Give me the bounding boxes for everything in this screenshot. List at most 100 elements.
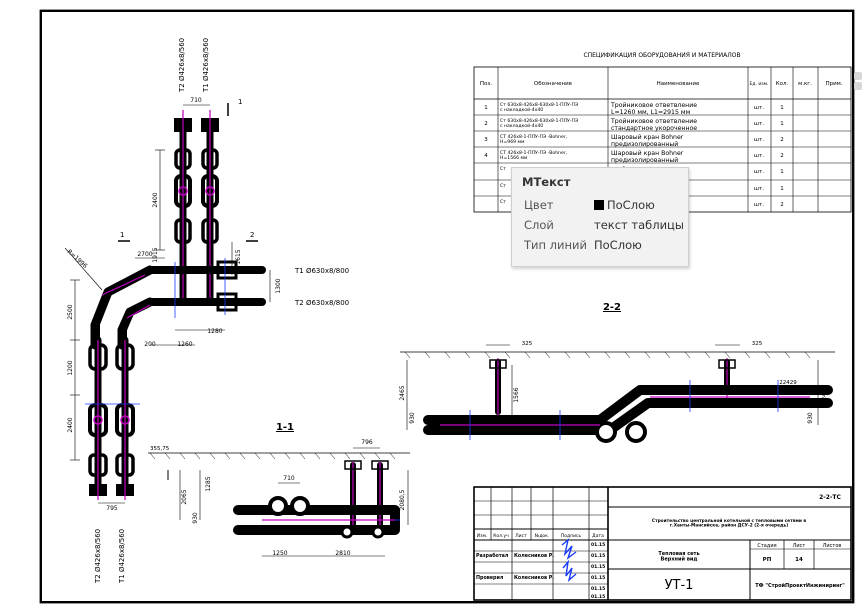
color-swatch-icon xyxy=(594,200,604,210)
spec-cell-unit: шт. xyxy=(754,202,764,208)
spec-cell-unit: шт. xyxy=(754,137,764,143)
section-label-2-2: 2-2 xyxy=(603,302,621,313)
tooltip-row-layer: Слой текст таблицы xyxy=(524,218,684,236)
dim-930-section: 930 xyxy=(192,512,199,524)
sheet-border-inner xyxy=(40,10,854,603)
section-mark-2: 2 xyxy=(250,231,254,239)
spec-cell-unit: шт. xyxy=(754,153,764,159)
stamp-hdr-izm: Изм. xyxy=(477,533,488,539)
section-label-1-1: 1-1 xyxy=(276,422,294,433)
spec-cell-pos: 2 xyxy=(484,121,488,127)
dim-325-a: 325 xyxy=(522,341,533,347)
tooltip-key-layer: Слой xyxy=(524,218,554,232)
tooltip-value-layer: текст таблицы xyxy=(594,218,684,232)
stamp-org: ТФ "СтройПроектИнжиниринг" xyxy=(755,582,845,589)
stamp-name-1: Колесников Р. xyxy=(514,553,554,559)
scroll-grip-icon[interactable] xyxy=(852,70,864,92)
spec-cell-qty: 2 xyxy=(780,202,784,208)
spec-header-code: Обозначение xyxy=(534,81,573,87)
stamp-role-2: Проверил xyxy=(476,575,504,581)
dim-2400-top: 2400 xyxy=(152,192,159,207)
dim-22429: 22429 xyxy=(779,380,797,386)
section-mark-1-top: 1 xyxy=(238,98,242,106)
dim-796: 796 xyxy=(361,439,373,446)
spec-cell-qty: 1 xyxy=(780,121,784,127)
tooltip-value-color-wrap: ПоСлою xyxy=(594,198,655,212)
dim-710-top: 710 xyxy=(190,97,202,104)
spec-cell-pos: 1 xyxy=(484,105,488,111)
stamp-role-1: Разработал xyxy=(476,552,509,559)
dim-2810: 2810 xyxy=(335,550,350,557)
dim-r1996: R=1996 xyxy=(66,248,89,270)
spec-cell-qty: 1 xyxy=(780,169,784,175)
stamp-sheet: 14 xyxy=(795,557,803,563)
label-t1-right: T1 Ø630х8/800 xyxy=(294,267,349,275)
spec-cell-pos: 3 xyxy=(484,137,488,143)
stamp-date-6: 01.15 xyxy=(591,594,605,600)
label-t1-bottom: T1 Ø426х8/560 xyxy=(118,529,126,584)
tooltip-key-color: Цвет xyxy=(524,198,554,212)
label-t2-right: T2 Ø630х8/800 xyxy=(294,299,349,307)
stamp-date-3: 01.15 xyxy=(591,542,605,548)
spec-cell-unit: шт. xyxy=(754,105,764,111)
section-2-2-view: 2-2 325 325 1566 2465 930 2465 xyxy=(399,302,835,443)
spec-header-qty: Кол. xyxy=(776,81,789,87)
dim-2465-b: 2465 xyxy=(821,385,828,400)
spec-cell-qty: 2 xyxy=(780,137,784,143)
stamp-hdr-kol: Кол.уч xyxy=(493,533,509,539)
dim-1300: 1300 xyxy=(275,278,282,293)
spec-cell-unit: шт. xyxy=(754,169,764,175)
dim-1250: 1250 xyxy=(272,550,287,557)
dim-2065: 2065 xyxy=(181,489,188,504)
stamp-name-2: Колесников Р. xyxy=(514,575,554,581)
spec-header-unit: Ед. изм. xyxy=(750,81,769,87)
title-block: 2-2-ТС Строительство центральной котельн… xyxy=(473,486,852,601)
stamp-hdr-list: Лист xyxy=(515,533,527,539)
stamp-stage-hdr: Стадия xyxy=(757,543,776,549)
dim-325-b: 325 xyxy=(752,341,763,347)
elev-label: 355,75 xyxy=(150,446,170,452)
section-1-1-view: 710 796 1250 2810 2065 930 1285 2080,5 3… xyxy=(148,439,410,557)
stamp-sheet-hdr: Лист xyxy=(793,543,806,549)
spec-title: СПЕЦИФИКАЦИЯ ОБОРУДОВАНИЯ И МАТЕРИАЛОВ xyxy=(583,52,740,59)
spec-cell-code: Ст xyxy=(500,183,506,189)
plan-view: T2 Ø426х8/560 T1 Ø426х8/560 T1 Ø630х8/80… xyxy=(64,38,349,584)
spec-cell-code: СТ 426х8-1-ППУ-ПЭ -Bohner,H=1566 мм xyxy=(500,150,568,161)
spec-cell-code: СТ 426х8-1-ППУ-ПЭ -Bohner,H=969 мм xyxy=(500,134,568,145)
stamp-project: Строительство центральной котельной с те… xyxy=(652,517,806,529)
dim-2700: 2700 xyxy=(137,251,152,258)
label-t1-top: T1 Ø426х8/560 xyxy=(202,38,210,93)
dim-2465-a: 2465 xyxy=(399,385,406,400)
dim-1615: 1615 xyxy=(235,249,242,264)
dim-930-b: 930 xyxy=(807,412,814,424)
tooltip-row-linetype: Тип линий ПоСлою xyxy=(524,238,684,256)
label-t2-top: T2 Ø426х8/560 xyxy=(178,38,186,93)
spec-cell-unit: шт. xyxy=(754,121,764,127)
dim-710-section: 710 xyxy=(283,475,295,482)
stamp-date-2: 01.15 xyxy=(591,575,605,581)
stamp-doc-code: 2-2-ТС xyxy=(819,494,841,501)
dim-1915: 1915 xyxy=(152,247,159,262)
spec-header-note: Прим. xyxy=(825,81,842,87)
stamp-hdr-date: Дата xyxy=(592,533,604,539)
spec-cell-pos: 4 xyxy=(484,153,488,159)
dim-1200: 1200 xyxy=(67,360,74,375)
tooltip-title: МТекст xyxy=(522,175,571,189)
stamp-hdr-sign: Подпись xyxy=(561,533,582,539)
dim-2080: 2080,5 xyxy=(399,489,406,510)
spec-cell-code: Ст xyxy=(500,199,506,205)
section-mark-1-left: 1 xyxy=(120,231,124,239)
spec-table: СПЕЦИФИКАЦИЯ ОБОРУДОВАНИЯ И МАТЕРИАЛОВ П… xyxy=(473,52,852,213)
properties-tooltip: МТекст Цвет ПоСлою Слой текст таблицы Ти… xyxy=(511,167,689,267)
tooltip-row-color: Цвет ПоСлою xyxy=(524,198,684,216)
dim-1280: 1280 xyxy=(207,328,222,335)
spec-cell-code: Ст xyxy=(500,166,506,172)
